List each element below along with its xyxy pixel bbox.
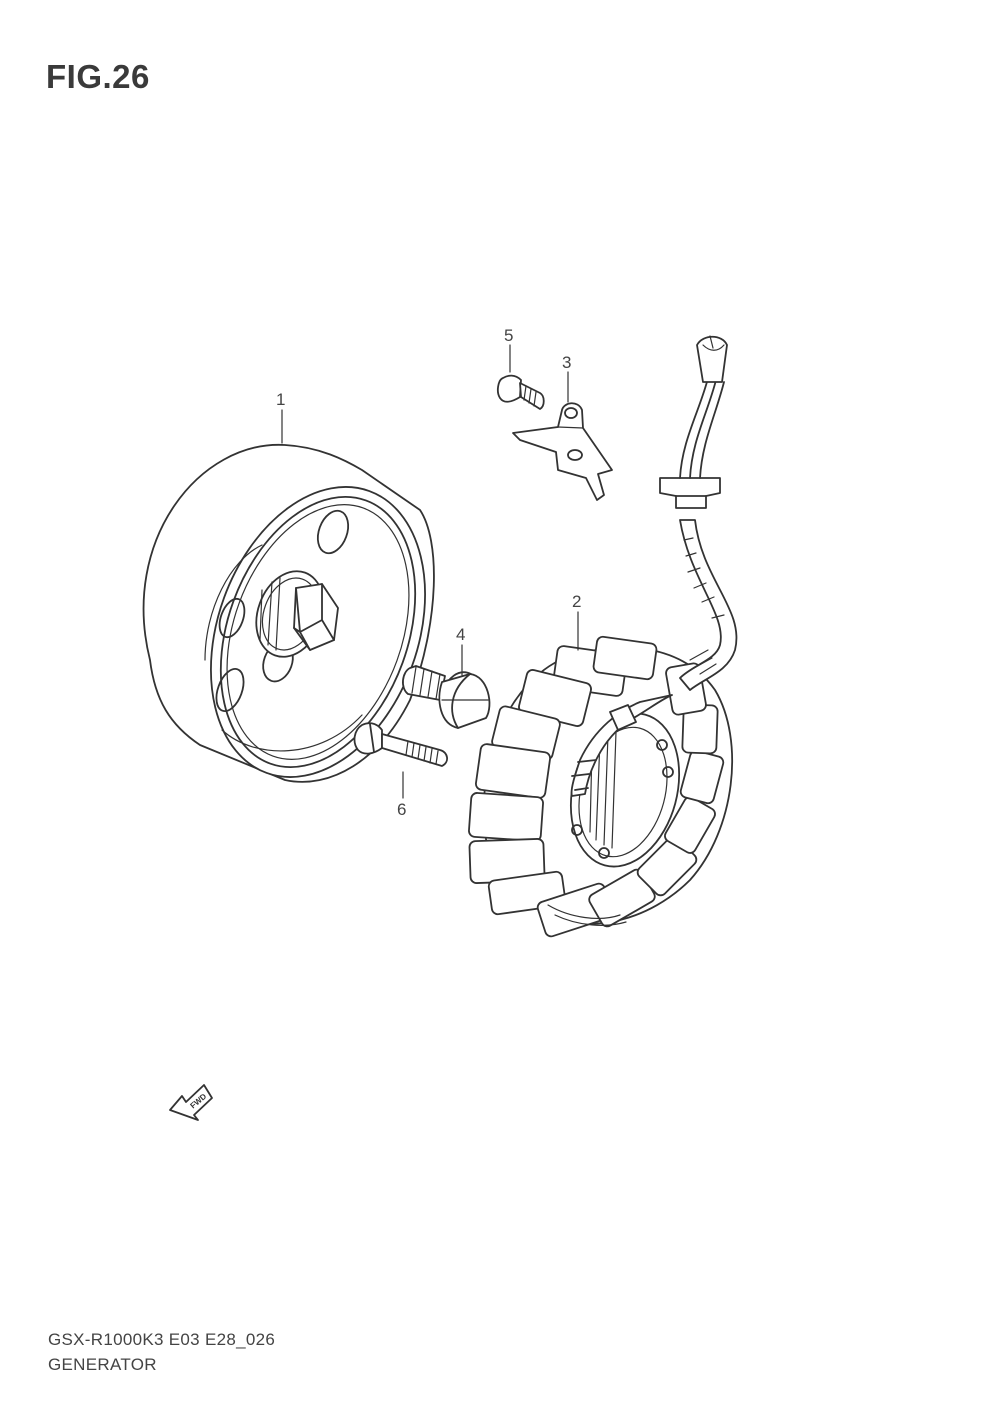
callout-5: 5 [504,326,513,345]
callout-3: 3 [562,353,571,372]
part-3-wire-clamp[interactable] [512,402,613,501]
callout-4: 4 [456,625,465,644]
callout-2: 2 [572,592,581,611]
part-6-long-bolt[interactable] [353,722,448,767]
stator-lead-wire [659,335,738,691]
part-2-stator[interactable] [468,635,734,938]
model-code: GSX-R1000K3 E03 E28_026 [48,1330,276,1349]
callout-6: 6 [397,800,406,819]
fwd-arrow-icon: FWD [169,1084,213,1121]
stator-poles [468,635,725,938]
figure-title: FIG.26 [46,58,150,95]
part-4-flange-bolt[interactable] [402,665,491,729]
section-name: GENERATOR [48,1355,157,1374]
part-1-rotor[interactable] [142,444,464,807]
callout-1: 1 [276,390,285,409]
part-5-screw[interactable] [496,374,545,410]
